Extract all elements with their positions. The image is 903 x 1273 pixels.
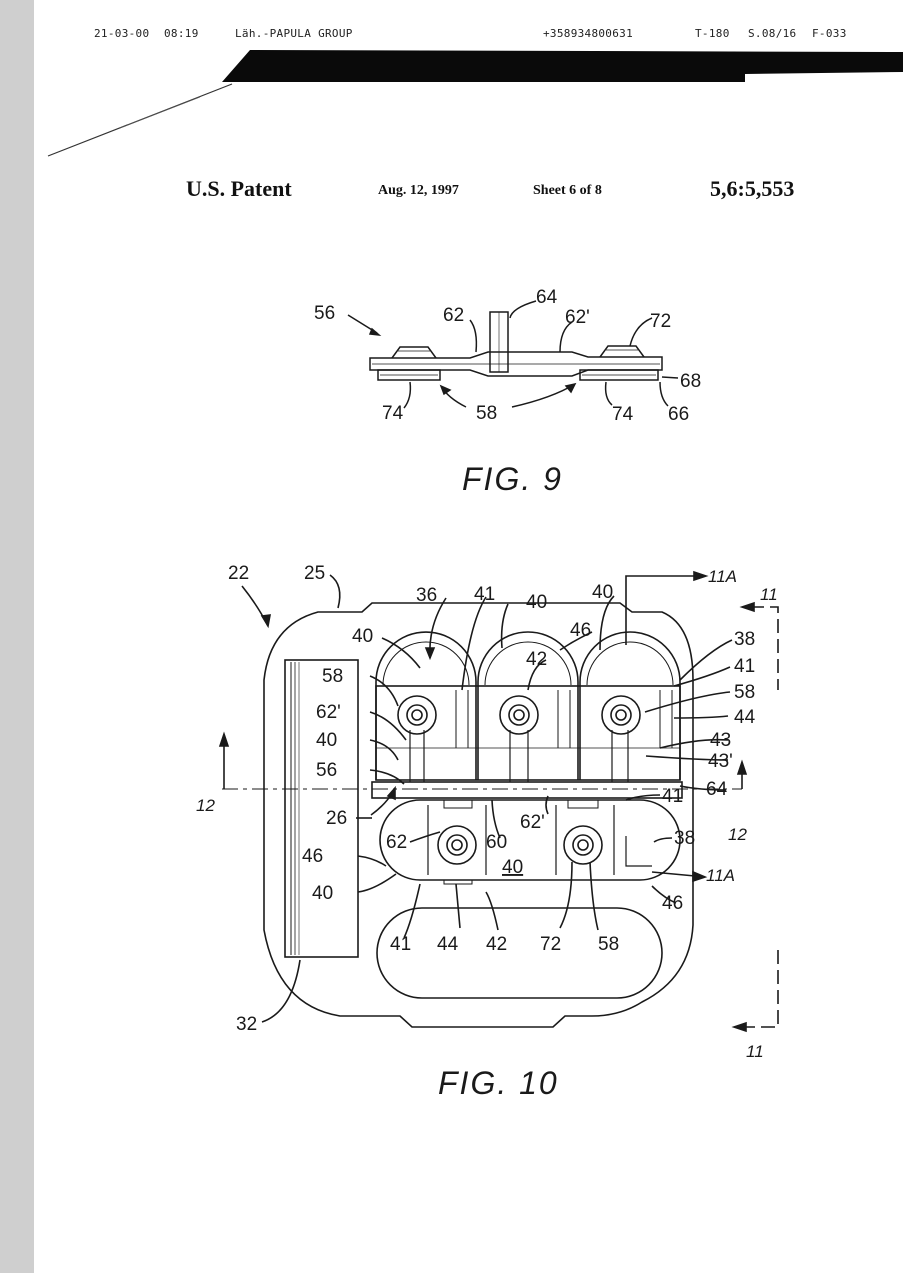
fig10-label-44-right: 44 — [734, 707, 756, 728]
fig10-label-41-right: 41 — [734, 656, 755, 677]
fig10-label-42-top: 42 — [526, 649, 547, 670]
fig9-label-64: 64 — [536, 287, 558, 308]
fig9-label-68: 68 — [680, 371, 701, 392]
fig9-label-58: 58 — [476, 403, 497, 424]
fig10-label-64: 64 — [706, 779, 728, 800]
fig10-label-62-prime-left: 62' — [316, 702, 341, 723]
fig9-label-56: 56 — [314, 303, 335, 324]
fig10-label-40-top-mid: 40 — [526, 592, 547, 613]
fig10-label-38-top: 38 — [734, 629, 755, 650]
fig10-label-11A-top: 11A — [708, 567, 737, 586]
fig10-label-11A-bottom: 11A — [706, 866, 735, 885]
fig10-label-58-right: 58 — [734, 682, 755, 703]
fig10-label-40-underlined: 40 — [502, 857, 523, 878]
fig10-label-46-bottom: 46 — [662, 893, 683, 914]
fig10-labels: 22 25 36 41 40 40 11A 11 40 46 42 38 41 … — [196, 563, 778, 1101]
fig9-label-66: 66 — [668, 404, 689, 425]
fig10-label-43: 43 — [710, 730, 731, 751]
fig10-label-58-left: 58 — [322, 666, 343, 687]
fig10-label-44-bottom: 44 — [437, 934, 459, 955]
fig10-label-56: 56 — [316, 760, 337, 781]
fig10-label-11-bottom: 11 — [746, 1042, 764, 1061]
fig10-label-58-bottom: 58 — [598, 934, 619, 955]
fig10-label-72: 72 — [540, 934, 561, 955]
fig10-label-36: 36 — [416, 585, 437, 606]
fig9-drawing — [348, 301, 678, 408]
fax-scan-bar — [48, 50, 903, 156]
fig10-label-62-prime-mid: 62' — [520, 812, 545, 833]
fig10-label-22: 22 — [228, 563, 249, 584]
fig10-label-25: 25 — [304, 563, 325, 584]
fig10-label-46-left: 46 — [302, 846, 323, 867]
fig10-label-43-prime: 43' — [708, 751, 733, 772]
fig10-label-32: 32 — [236, 1014, 257, 1035]
fig10-label-60: 60 — [486, 832, 507, 853]
fig10-label-46-top: 46 — [570, 620, 591, 641]
fig9-label-72: 72 — [650, 311, 671, 332]
fig9-label-74-left: 74 — [382, 403, 404, 424]
fig10-label-62: 62 — [386, 832, 407, 853]
fig9-label-62: 62 — [443, 305, 464, 326]
fig10-label-38-bottom: 38 — [674, 828, 695, 849]
fig10-label-40-top-right: 40 — [592, 582, 613, 603]
fig10-label-12-right: 12 — [728, 825, 747, 844]
fig10-label-40-left: 40 — [352, 626, 373, 647]
fig10-label-40-left-mid: 40 — [316, 730, 337, 751]
fig9-caption: FIG. 9 — [462, 461, 563, 497]
fig9-label-74-right: 74 — [612, 404, 634, 425]
fig10-label-41-top: 41 — [474, 584, 495, 605]
fig10-label-11-top: 11 — [760, 585, 778, 604]
fig10-label-41-mid: 41 — [662, 786, 683, 807]
fig10-label-12-left: 12 — [196, 796, 215, 815]
fig10-label-41-bottom: 41 — [390, 934, 411, 955]
fig10-drawing — [220, 572, 778, 1031]
fig9-label-62-prime: 62' — [565, 307, 590, 328]
fig10-caption: FIG. 10 — [438, 1065, 559, 1101]
fig10-label-42-bottom: 42 — [486, 934, 507, 955]
fig10-label-40-bottom-left: 40 — [312, 883, 333, 904]
fig10-label-26: 26 — [326, 808, 347, 829]
